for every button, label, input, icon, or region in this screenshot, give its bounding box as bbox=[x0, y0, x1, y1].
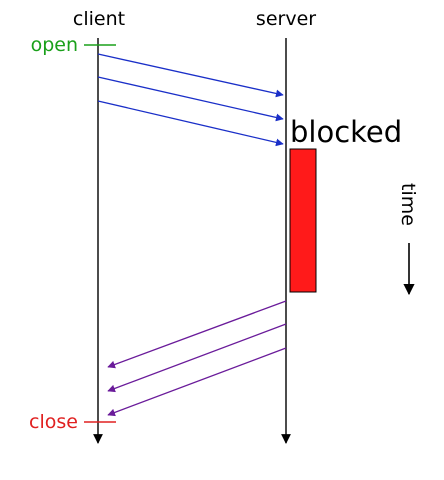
response-arrow-2 bbox=[107, 323, 287, 393]
server-label: server bbox=[256, 8, 316, 30]
blocked-label: blocked bbox=[290, 115, 402, 149]
request-arrow-2 bbox=[97, 76, 284, 122]
response-arrow-1 bbox=[107, 300, 287, 369]
client-label: client bbox=[73, 8, 125, 30]
request-arrow-3 bbox=[97, 100, 284, 147]
time-label: time bbox=[397, 183, 419, 226]
response-arrow-3 bbox=[107, 347, 287, 417]
request-arrow-1 bbox=[97, 53, 284, 98]
open-label: open bbox=[31, 34, 78, 56]
blocked-box bbox=[289, 148, 317, 293]
close-label: close bbox=[29, 411, 78, 433]
